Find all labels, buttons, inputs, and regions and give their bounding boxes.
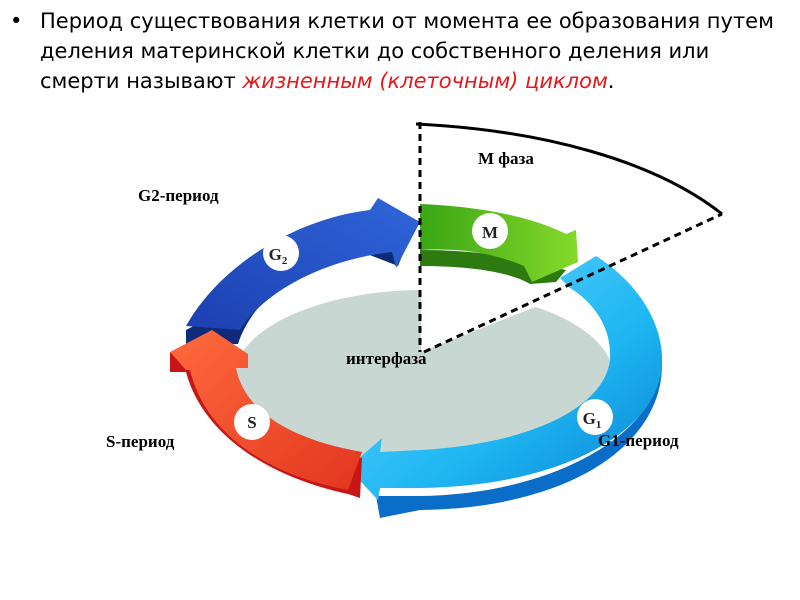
g2-arc: [186, 198, 420, 330]
svg-text:M: M: [482, 223, 498, 242]
definition-text-main: Период существования клетки от момента е…: [40, 9, 774, 93]
definition-paragraph: Период существования клетки от момента е…: [40, 6, 788, 96]
definition-text: • Период существования клетки от момента…: [8, 6, 788, 96]
g2-period-label: G2-период: [138, 186, 219, 205]
interphase-disc: [234, 290, 614, 466]
svg-text:G1: G1: [583, 409, 602, 431]
definition-period: .: [607, 69, 615, 93]
g2-badge: G2: [263, 235, 299, 271]
m-sector-dashed-diagonal: [423, 212, 723, 354]
bullet-point: •: [10, 9, 23, 33]
s-period-label: S-период: [106, 432, 175, 451]
svg-text:G2: G2: [269, 245, 288, 267]
m-sector-outer-arc: [415, 122, 723, 216]
svg-text:S: S: [247, 413, 256, 432]
interphase-label: интерфаза: [346, 349, 427, 368]
g1-period-label: G1-период: [598, 431, 679, 450]
g1-arc: [348, 256, 663, 500]
g1-badge: G1: [577, 399, 613, 435]
s-badge: S: [234, 404, 270, 440]
definition-highlight: жизненным (клеточным) циклом: [242, 69, 608, 93]
m-phase-label: М фаза: [478, 149, 534, 168]
m-badge: M: [472, 213, 508, 249]
g1-arc-side: [376, 362, 663, 518]
s-arc: [170, 330, 362, 490]
